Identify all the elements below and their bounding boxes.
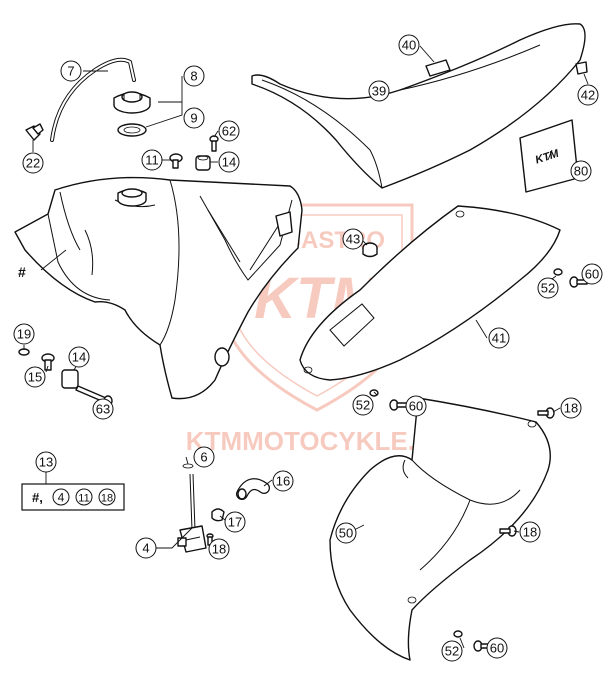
svg-text:42: 42 (581, 88, 595, 103)
kit-box-prefix: #, (32, 490, 43, 505)
callout-18-top: 18 (560, 397, 582, 419)
svg-text:60: 60 (585, 267, 599, 282)
svg-text:19: 19 (17, 327, 31, 342)
callout-60-mid: 60 (405, 395, 427, 417)
callout-62: 62 (218, 120, 240, 142)
callout-7: 7 (60, 60, 82, 82)
callout-40: 40 (398, 34, 420, 56)
svg-text:11: 11 (145, 153, 159, 168)
seat (251, 23, 588, 189)
callout-42: 42 (577, 84, 599, 106)
svg-text:43: 43 (346, 232, 360, 247)
callout-52-mid: 52 (352, 394, 374, 416)
radiator-shroud (329, 397, 551, 661)
svg-text:4: 4 (58, 491, 65, 505)
callout-16: 16 (272, 470, 294, 492)
kit-item-11: 11 (75, 488, 93, 506)
svg-text:15: 15 (28, 370, 42, 385)
washer-52-top (553, 268, 563, 276)
elbow-fitting (25, 123, 44, 141)
svg-text:52: 52 (541, 281, 555, 296)
svg-text:14: 14 (72, 350, 86, 365)
svg-text:60: 60 (490, 641, 504, 656)
svg-text:4: 4 (142, 541, 149, 556)
svg-text:39: 39 (372, 84, 386, 99)
svg-text:18: 18 (101, 493, 113, 505)
svg-text:52: 52 (445, 644, 459, 659)
cap-gasket (117, 123, 147, 137)
callout-50: 50 (335, 522, 357, 544)
svg-text:11: 11 (78, 493, 89, 505)
screw-62 (209, 135, 219, 152)
spacer-14-left (61, 369, 79, 389)
callout-18-tap: 18 (208, 538, 230, 560)
vent-hose-inner (51, 58, 135, 141)
kit-item-4: 4 (52, 488, 70, 506)
svg-text:16: 16 (276, 474, 290, 489)
svg-text:62: 62 (222, 124, 236, 139)
bolt-18-top (537, 407, 555, 419)
callouts: 7 8 9 22 62 11 14 40 39 42 80 43 60 52 4… (13, 34, 603, 662)
callout-43: 43 (342, 228, 364, 250)
svg-text:17: 17 (228, 515, 242, 530)
bolt-11-top (169, 153, 183, 169)
svg-text:14: 14 (222, 155, 236, 170)
callout-52-top: 52 (537, 277, 559, 299)
svg-text:63: 63 (96, 402, 110, 417)
fuel-tap (177, 463, 207, 553)
svg-text:18: 18 (212, 542, 226, 557)
svg-text:40: 40 (402, 38, 416, 53)
svg-text:52: 52 (356, 398, 370, 413)
callout-15: 15 (24, 366, 46, 388)
washer-52-bottom (453, 630, 463, 638)
side-cover (299, 205, 561, 381)
callout-63: 63 (92, 398, 114, 420)
hose-clamp (211, 508, 225, 522)
callout-6: 6 (193, 446, 215, 468)
callout-80: 80 (570, 160, 592, 182)
ktm-sticker: KTM (519, 119, 579, 193)
callout-60-bottom: 60 (486, 637, 508, 659)
bolt-15 (41, 353, 55, 371)
svg-text:6: 6 (200, 450, 207, 465)
svg-text:22: 22 (26, 156, 40, 171)
bolt-60-mid (389, 399, 408, 411)
svg-text:60: 60 (409, 399, 423, 414)
callout-11-top: 11 (141, 149, 163, 171)
callout-18-mid: 18 (519, 521, 541, 543)
svg-text:18: 18 (564, 401, 578, 416)
fuel-tank (14, 176, 303, 400)
fuel-cap (113, 91, 151, 114)
kit-box: #, 4 11 18 (21, 483, 125, 511)
callout-4: 4 (135, 537, 157, 559)
callout-19: 19 (13, 323, 35, 345)
callout-17: 17 (224, 511, 246, 533)
svg-text:8: 8 (190, 69, 197, 84)
watermark-site-text: KTMMOTOCYKLE.PL (186, 426, 449, 456)
svg-text:50: 50 (339, 526, 353, 541)
callout-14-top: 14 (218, 151, 240, 173)
plug-43 (362, 242, 378, 258)
callout-41: 41 (488, 327, 510, 349)
kit-item-18: 18 (98, 488, 116, 506)
svg-text:80: 80 (574, 164, 588, 179)
fuel-hose (236, 478, 270, 500)
hash-label: # (18, 264, 26, 280)
callout-60-top: 60 (581, 263, 603, 285)
callout-22: 22 (22, 152, 44, 174)
svg-text:13: 13 (39, 455, 53, 470)
svg-text:41: 41 (492, 331, 506, 346)
callout-9: 9 (183, 107, 205, 129)
svg-text:18: 18 (523, 525, 537, 540)
svg-text:9: 9 (190, 111, 197, 126)
callout-13: 13 (35, 451, 57, 473)
callout-39: 39 (368, 80, 390, 102)
callout-8: 8 (183, 65, 205, 87)
spacer-14-top (195, 155, 211, 171)
callout-14-left: 14 (68, 346, 90, 368)
callout-52-bottom: 52 (441, 640, 463, 662)
svg-text:7: 7 (67, 64, 74, 79)
